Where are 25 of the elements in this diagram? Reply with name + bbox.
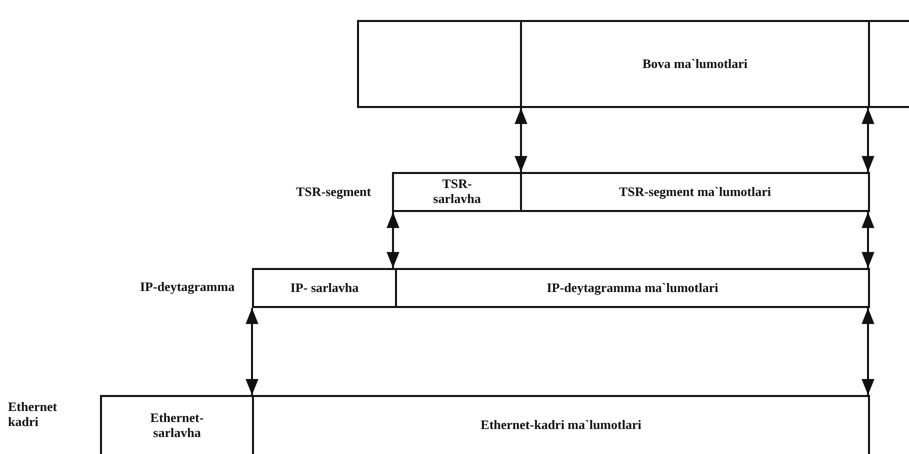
packet-field <box>392 172 522 212</box>
field-label: IP- sarlavha <box>290 280 359 296</box>
arrow <box>246 308 258 395</box>
arrow <box>862 308 874 395</box>
arrow <box>514 108 528 172</box>
field-label: IP-deytagramma ma`lumotlari <box>546 280 718 296</box>
packet-field <box>252 268 397 308</box>
field-label: Bova ma`lumotlari <box>642 56 748 72</box>
empty-field <box>868 20 909 108</box>
packet-field <box>100 395 254 454</box>
field-label: TSR-segment ma`lumotlari <box>618 184 771 200</box>
field-label: TSR- sarlavha <box>432 177 482 207</box>
arrow <box>386 212 400 268</box>
row-label: TSR-segment <box>296 185 372 200</box>
field-label: Ethernet- sarlavha <box>149 410 205 440</box>
field-label: Ethernet-kadri ma`lumotlari <box>480 418 642 433</box>
empty-field <box>357 20 522 108</box>
row-label: IP-deytagramma <box>140 280 236 295</box>
packet-field <box>520 172 870 212</box>
packet-field <box>520 20 870 108</box>
packet-field <box>395 268 870 308</box>
arrow <box>862 108 874 172</box>
packet-field <box>252 395 870 454</box>
arrow <box>862 212 874 268</box>
row-label: Ethernet kadri <box>8 400 58 430</box>
